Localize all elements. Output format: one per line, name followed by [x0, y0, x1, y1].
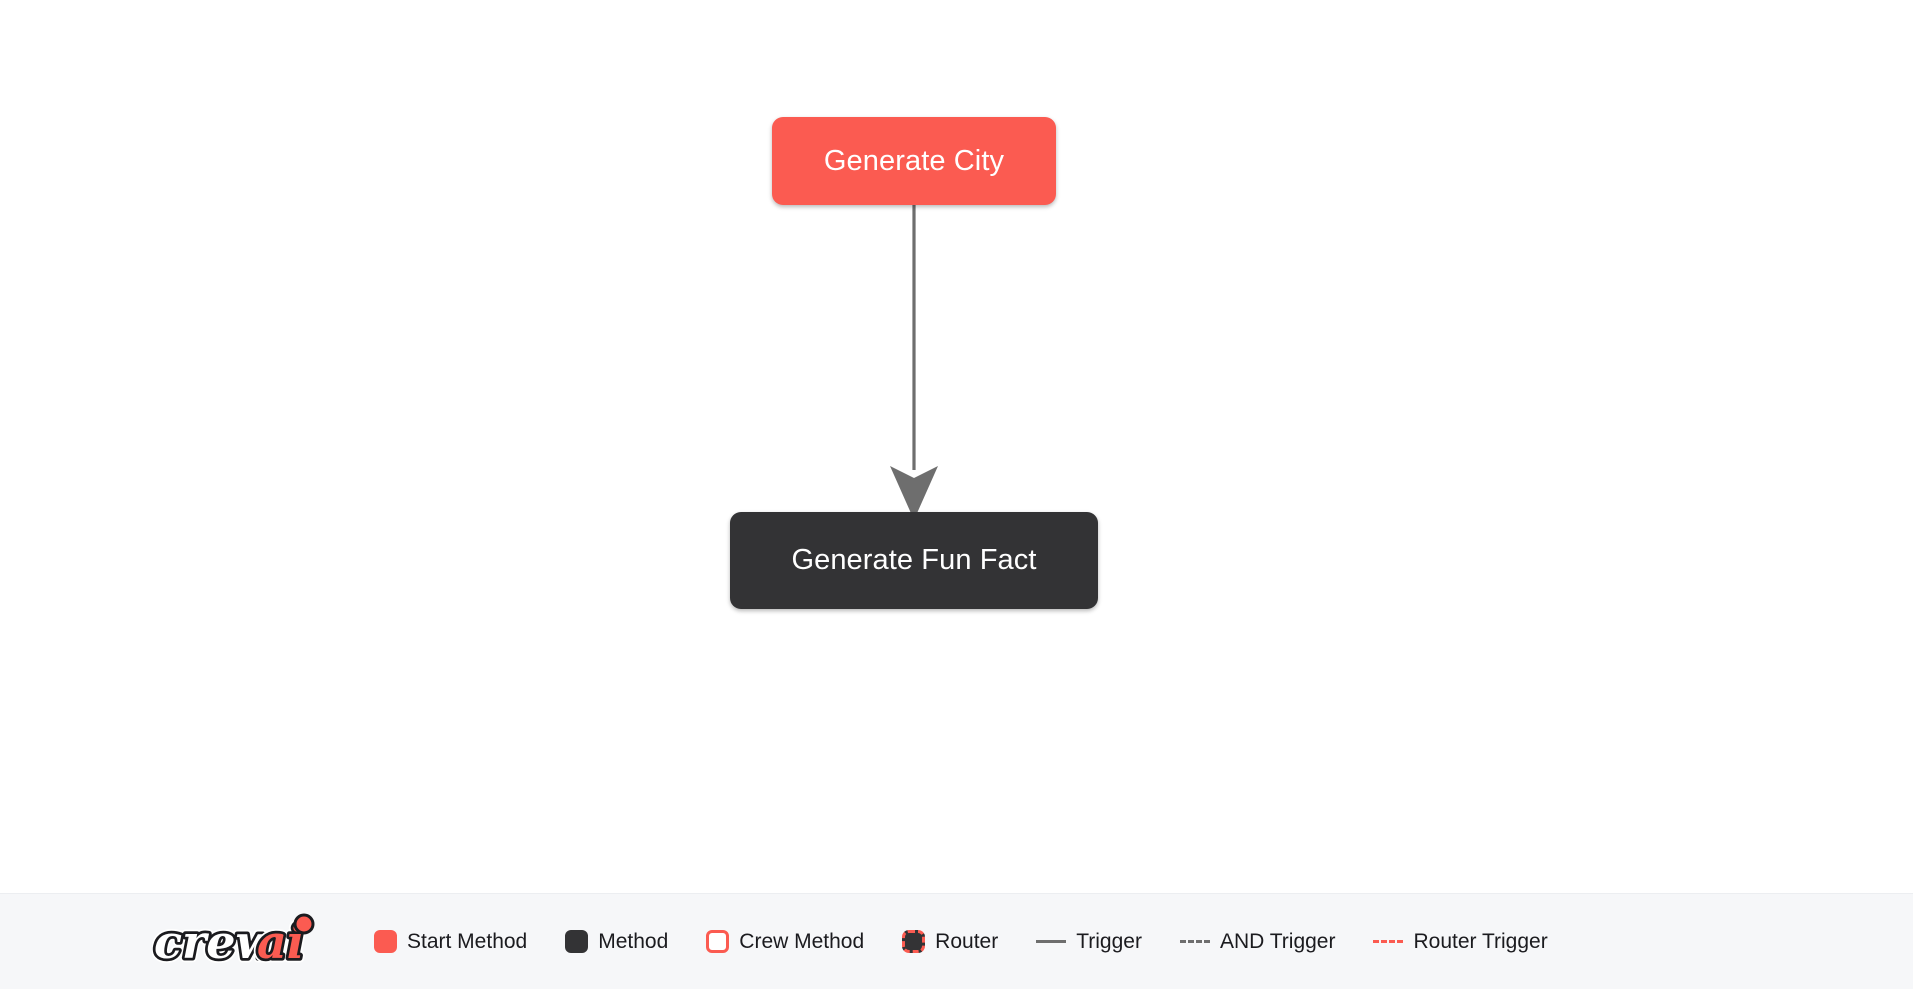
svg-text:crew: crew — [154, 915, 277, 969]
trigger-line-icon — [1036, 940, 1067, 943]
edge-generate-city-to-generate-fun-fact — [890, 205, 938, 520]
crew-method-swatch-icon — [706, 930, 730, 953]
flow-node-generate-city[interactable]: Generate City — [772, 117, 1056, 205]
legend-item-label: AND Trigger — [1219, 930, 1336, 953]
router-swatch-icon — [902, 930, 926, 953]
legend-bar: crew crew crew ai ai ai Start Method Met… — [0, 893, 1913, 989]
and-trigger-line-icon — [1179, 940, 1210, 943]
svg-text:crew: crew — [154, 915, 277, 969]
method-swatch-icon — [565, 930, 589, 953]
flow-node-label: Generate Fun Fact — [791, 544, 1037, 576]
legend-item-label: Method — [598, 930, 669, 953]
legend-item-and-trigger: AND Trigger — [1179, 930, 1336, 953]
crewai-logo: crew crew crew ai ai ai — [152, 911, 332, 973]
flow-node-generate-fun-fact[interactable]: Generate Fun Fact — [730, 512, 1098, 609]
flow-canvas[interactable]: Generate City Generate Fun Fact — [0, 0, 1913, 893]
router-trigger-line-icon — [1373, 940, 1404, 943]
legend-items: Start Method Method Crew Method Router T… — [374, 930, 1548, 953]
legend-item-router-trigger: Router Trigger — [1373, 930, 1548, 953]
legend-item-crew-method: Crew Method — [706, 930, 864, 953]
legend-item-router: Router — [902, 930, 998, 953]
legend-item-trigger: Trigger — [1036, 931, 1142, 952]
start-method-swatch-icon — [374, 930, 397, 953]
legend-item-label: Crew Method — [739, 930, 865, 953]
legend-item-start-method: Start Method — [374, 930, 527, 953]
legend-item-label: Router Trigger — [1413, 930, 1548, 953]
svg-text:crew: crew — [154, 915, 277, 969]
flow-node-label: Generate City — [823, 144, 1005, 177]
legend-item-label: Router — [935, 930, 999, 953]
legend-item-method: Method — [565, 930, 668, 953]
legend-item-label: Start Method — [407, 930, 528, 953]
legend-item-label: Trigger — [1076, 930, 1142, 953]
